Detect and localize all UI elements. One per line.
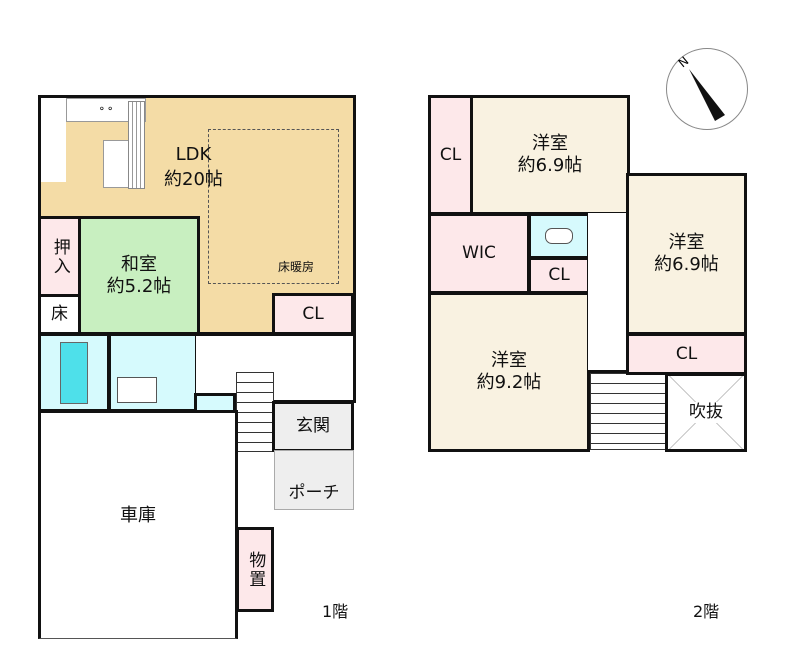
- ldk-name: LDK: [175, 144, 212, 165]
- genkan-label: 玄関: [296, 416, 330, 437]
- void-atrium: 吹抜: [665, 373, 747, 452]
- stove-icon: ⚬⚬: [97, 104, 115, 115]
- bedroom-a-name: 洋室: [531, 133, 568, 155]
- toilet-2f: [528, 213, 590, 259]
- bathroom: [38, 333, 110, 412]
- closet-b-label: CL: [548, 265, 570, 286]
- toko-label: 床: [51, 304, 68, 325]
- sink-icon: [117, 377, 157, 403]
- closet-2f-a: CL: [428, 95, 473, 215]
- washitsu-size: 約5.2帖: [106, 275, 172, 297]
- bathtub-icon: [60, 341, 88, 404]
- compass: N: [666, 48, 748, 130]
- oshiire-label: 押入: [49, 237, 70, 276]
- wic: WIC: [428, 213, 530, 294]
- ldk-size: 約20帖: [164, 169, 223, 190]
- storage: 物置: [236, 527, 274, 612]
- porch-label: ポーチ: [288, 482, 340, 503]
- bedroom-a: 洋室約6.9帖: [470, 95, 630, 215]
- ldk-label: LDK 約20帖: [164, 144, 223, 191]
- washitsu-name: 和室: [120, 253, 157, 275]
- storage-label: 物置: [245, 550, 266, 589]
- porch: ポーチ: [274, 450, 354, 510]
- hallway-2f: [588, 213, 630, 373]
- garage-label: 車庫: [120, 504, 156, 526]
- closet-2f-c: CL: [626, 333, 747, 375]
- bedroom-b: 洋室約6.9帖: [626, 173, 747, 335]
- staircase-2f: [590, 373, 667, 450]
- floor2-label: 2階: [693, 602, 720, 621]
- bedroom-c-name: 洋室: [490, 350, 527, 372]
- washroom: [108, 333, 198, 412]
- closet-c-label: CL: [675, 343, 698, 364]
- floor-heating-area: [208, 129, 339, 284]
- hallway: [196, 333, 356, 403]
- bedroom-b-name: 洋室: [668, 232, 705, 254]
- kitchen-counter: [41, 98, 66, 182]
- toilet-icon: [545, 228, 573, 244]
- staircase-1f: [236, 372, 274, 452]
- ldk-closet-label: CL: [302, 303, 324, 324]
- ldk-closet: CL: [272, 293, 354, 335]
- garage: 車庫: [38, 410, 238, 639]
- bedroom-b-size: 約6.9帖: [654, 254, 719, 275]
- closet-2f-b: CL: [528, 257, 590, 294]
- bedroom-c-size: 約9.2帖: [476, 372, 542, 393]
- tokonoma: 床: [38, 294, 81, 335]
- closet-a-label: CL: [439, 144, 462, 165]
- oshiire-closet: 押入: [38, 216, 81, 297]
- floor-heating-label: 床暖房: [278, 260, 315, 274]
- kitchen-counter-bar: [128, 101, 145, 189]
- wic-label: WIC: [462, 243, 496, 264]
- north-arrow-icon: [689, 69, 725, 121]
- bedroom-a-size: 約6.9帖: [517, 155, 583, 176]
- floor1-label: 1階: [322, 602, 349, 621]
- bedroom-c: 洋室約9.2帖: [428, 292, 590, 452]
- washitsu-room: 和室約5.2帖: [78, 216, 200, 335]
- genkan: 玄関: [272, 401, 354, 452]
- void-label: 吹抜: [689, 402, 723, 423]
